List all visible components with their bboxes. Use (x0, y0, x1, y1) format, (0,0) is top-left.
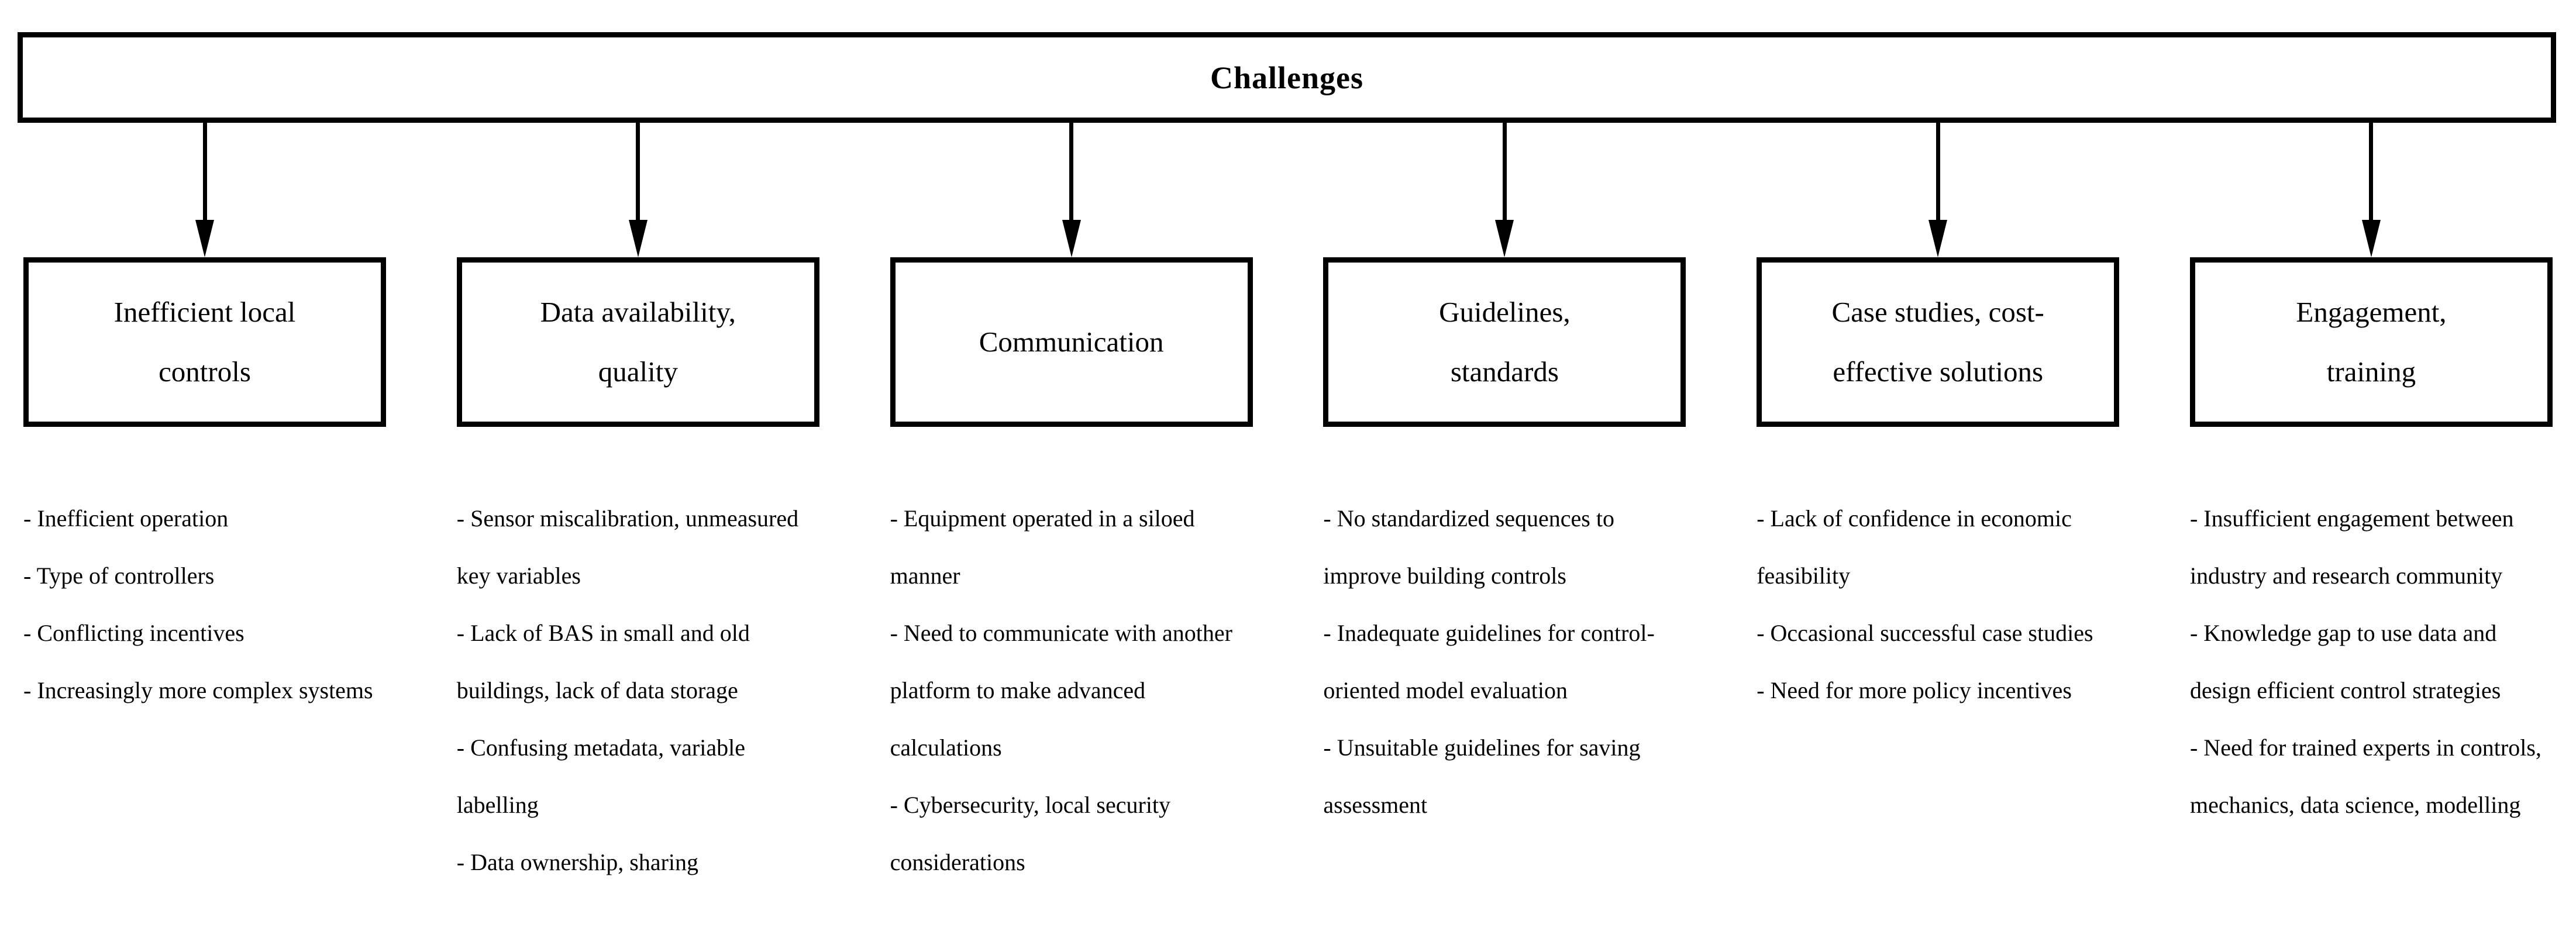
column-heading-box: Case studies, cost- effective solutions (1757, 257, 2120, 427)
down-arrow-icon (890, 123, 1253, 257)
down-arrow-icon (1757, 123, 2119, 257)
arrow-head (1495, 220, 1514, 257)
list-item: - Equipment operated in a siloed manner (890, 505, 1195, 589)
column-heading-box: Engagement, training (2189, 257, 2553, 427)
list-item: - Cybersecurity, local security consider… (890, 792, 1171, 875)
list-item: - Occasional successful case studies (1757, 620, 2093, 646)
arrow-line (2369, 123, 2374, 221)
column-heading-line: training (2326, 356, 2416, 388)
challenge-list: - Lack of confidence in economic feasibi… (1757, 490, 2119, 719)
challenge-list: - Inefficient operation - Type of contro… (23, 490, 386, 719)
list-item: - Inefficient operation (23, 505, 229, 532)
arrow-line (202, 123, 207, 221)
column-heading-line: Communication (979, 326, 1164, 358)
arrow-line (1502, 123, 1507, 221)
list-item: - Inadequate guidelines for control-orie… (1323, 620, 1655, 703)
arrow-line (1069, 123, 1074, 221)
challenge-list: - No standardized sequences to improve b… (1323, 490, 1686, 834)
challenges-root-box: Challenges (18, 32, 2556, 123)
column-heading-line: standards (1450, 356, 1559, 388)
list-item: - Need to communicate with another platf… (890, 620, 1232, 761)
column-heading-line: quality (598, 356, 678, 388)
column-heading-line: Engagement, (2296, 296, 2447, 328)
column-heading-line: effective solutions (1833, 356, 2044, 388)
list-item: - Confusing metadata, variable labelling (456, 734, 745, 818)
arrow-head (628, 220, 648, 257)
down-arrow-icon (2190, 123, 2553, 257)
column-communication: Communication - Equipment operated in a … (890, 123, 1253, 891)
column-heading-box: Data availability, quality (456, 257, 819, 427)
challenge-list: - Equipment operated in a siloed manner … (890, 490, 1253, 891)
list-item: - Unsuitable guidelines for saving asses… (1323, 734, 1641, 818)
column-case-studies-cost-effective-solutions: Case studies, cost- effective solutions … (1757, 123, 2120, 891)
list-item: - Lack of BAS in small and old buildings… (456, 620, 750, 703)
list-item: - Knowledge gap to use data and design e… (2189, 620, 2501, 703)
column-heading-box: Guidelines, standards (1323, 257, 1686, 427)
list-item: - Need for more policy incentives (1757, 677, 2072, 703)
list-item: - Increasingly more complex systems (23, 677, 373, 703)
column-heading-box: Inefficient local controls (23, 257, 386, 427)
column-engagement-training: Engagement, training - Insufficient enga… (2189, 123, 2553, 891)
arrow-head (1928, 220, 1948, 257)
down-arrow-icon (1323, 123, 1686, 257)
column-data-availability-quality: Data availability, quality - Sensor misc… (456, 123, 819, 891)
list-item: - Type of controllers (23, 563, 215, 589)
list-item: - Conflicting incentives (23, 620, 244, 646)
challenge-columns: Inefficient local controls - Inefficient… (23, 123, 2553, 891)
list-item: - Insufficient engagement between indust… (2189, 505, 2514, 589)
diagram-title: Challenges (1210, 60, 1364, 95)
arrow-head (195, 220, 214, 257)
list-item: - Need for trained experts in controls, … (2189, 734, 2541, 818)
column-heading-line: Guidelines, (1439, 296, 1571, 328)
column-heading-line: Case studies, cost- (1831, 296, 2044, 328)
arrow-line (636, 123, 640, 221)
column-heading-line: controls (159, 356, 251, 388)
arrow-head (2361, 220, 2381, 257)
list-item: - No standardized sequences to improve b… (1323, 505, 1614, 589)
challenge-list: - Sensor miscalibration, unmeasured key … (457, 490, 819, 891)
down-arrow-icon (23, 123, 386, 257)
challenge-list: - Insufficient engagement between indust… (2190, 490, 2553, 834)
column-heading-box: Communication (890, 257, 1253, 427)
down-arrow-icon (457, 123, 819, 257)
arrow-head (1062, 220, 1081, 257)
arrow-line (1936, 123, 1940, 221)
list-item: - Data ownership, sharing (456, 849, 699, 875)
list-item: - Sensor miscalibration, unmeasured key … (456, 505, 799, 589)
column-inefficient-local-controls: Inefficient local controls - Inefficient… (23, 123, 386, 891)
column-heading-line: Inefficient local (113, 296, 296, 328)
list-item: - Lack of confidence in economic feasibi… (1757, 505, 2072, 589)
column-heading-line: Data availability, (540, 296, 736, 328)
column-guidelines-standards: Guidelines, standards - No standardized … (1323, 123, 1686, 891)
